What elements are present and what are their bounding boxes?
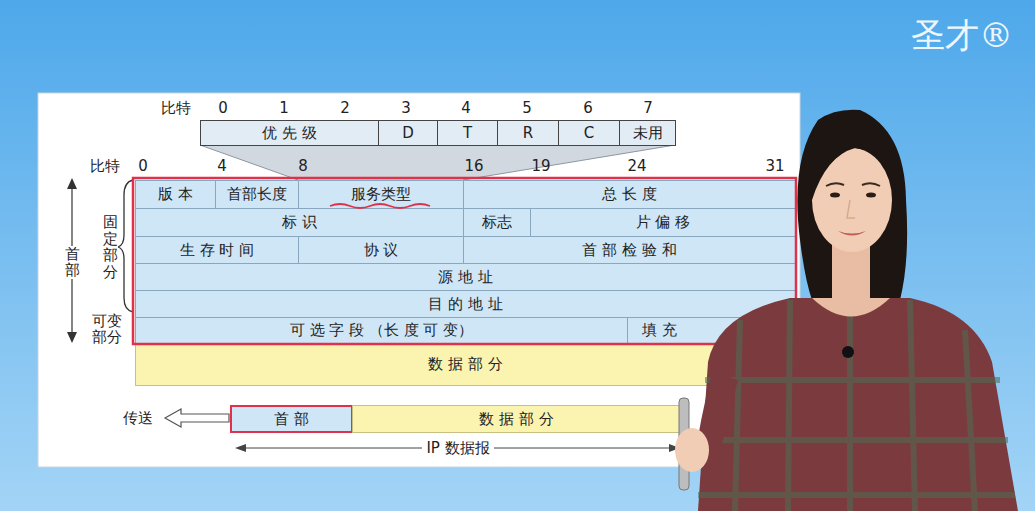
bit-number: 5 — [522, 100, 532, 117]
header-field: 协 议 — [298, 236, 464, 264]
bit-field-box: T — [437, 120, 498, 146]
bit-field-box: 未用 — [619, 120, 676, 146]
header-box: 首 部 — [230, 405, 353, 433]
field-text: 数 据 部 分 — [428, 356, 502, 373]
header-highlight — [133, 178, 796, 344]
header-field: 片 偏 移 — [530, 208, 796, 237]
field-text: 首 部 检 验 和 — [582, 242, 676, 259]
field-text: 未用 — [633, 125, 663, 142]
field-text: 首部长度 — [227, 186, 287, 203]
bit-number: 0 — [218, 100, 228, 117]
header-field: 标志 — [463, 208, 531, 237]
data-field: 数 据 部 分 — [135, 343, 796, 386]
expansion-line — [463, 145, 675, 180]
bit-number: 19 — [531, 158, 550, 175]
bit-number: 2 — [340, 100, 350, 117]
bit-field-box: D — [378, 120, 438, 146]
expansion-shade — [200, 145, 675, 180]
field-text: 协 议 — [364, 242, 399, 259]
bit-axis-label: 比特 — [161, 100, 191, 117]
section-label: 可变部分 — [92, 313, 122, 346]
section-label: 固定部分 — [103, 214, 118, 280]
field-text: 生 存 时 间 — [180, 242, 254, 259]
field-text: 总 长 度 — [602, 186, 657, 203]
scribble-mark — [330, 204, 430, 208]
data-box: 数 据 部 分 — [352, 405, 681, 433]
bit-number: 3 — [401, 100, 411, 117]
field-text: 目 的 地 址 — [428, 296, 502, 313]
field-text: D — [402, 125, 414, 142]
panel — [38, 93, 800, 467]
header-field: 可 选 字 段 （长 度 可 变） — [135, 317, 628, 344]
field-text: 源 地 址 — [438, 269, 493, 286]
bit-number: 4 — [217, 158, 227, 175]
direction-label: 传送 — [123, 410, 153, 427]
header-field: 生 存 时 间 — [135, 236, 299, 264]
field-text: 数 据 部 分 — [479, 411, 553, 428]
bit-number: 8 — [298, 158, 308, 175]
bit-number: 0 — [138, 158, 148, 175]
field-text: C — [584, 125, 594, 142]
arrowhead — [235, 444, 246, 452]
field-text: 标志 — [482, 214, 512, 231]
bit-number: 16 — [464, 158, 483, 175]
bit-axis-label: 比特 — [90, 158, 120, 175]
field-text: 片 偏 移 — [636, 214, 691, 231]
header-field: 服务类型 — [298, 180, 464, 209]
field-text: 服务类型 — [351, 186, 411, 203]
header-field: 目 的 地 址 — [135, 290, 796, 318]
presenter-figure — [675, 110, 1018, 511]
header-field: 首 部 检 验 和 — [463, 236, 796, 264]
arrowhead — [67, 178, 77, 189]
header-field: 源 地 址 — [135, 263, 796, 291]
dimension-label: IP 数据报 — [422, 440, 493, 457]
bit-number: 1 — [279, 100, 289, 117]
expansion-line — [200, 145, 298, 180]
field-text: 标 识 — [282, 214, 317, 231]
arrowhead — [669, 444, 680, 452]
field-text: 版 本 — [158, 186, 193, 203]
send-arrow — [165, 409, 229, 427]
header-field: 首部长度 — [215, 180, 299, 209]
bit-number: 31 — [765, 158, 784, 175]
header-field: 填 充 — [627, 317, 796, 344]
field-text: 可 选 字 段 （长 度 可 变） — [290, 322, 473, 339]
header-field: 标 识 — [135, 208, 464, 237]
field-text: R — [523, 125, 533, 142]
field-text: 优 先 级 — [262, 125, 317, 142]
bit-number: 7 — [643, 100, 653, 117]
field-text: 填 充 — [642, 322, 677, 339]
field-text: 首 部 — [274, 411, 309, 428]
arrowhead — [67, 332, 77, 343]
bit-number: 6 — [583, 100, 593, 117]
bit-field-box: C — [558, 120, 620, 146]
brace — [118, 180, 133, 312]
bit-field-box: R — [497, 120, 559, 146]
header-field: 总 长 度 — [463, 180, 796, 209]
bit-field-box: 优 先 级 — [200, 120, 379, 146]
bit-number: 4 — [461, 100, 471, 117]
section-label: 首部 — [65, 246, 80, 279]
watermark: 圣才® — [911, 17, 1013, 54]
bit-number: 24 — [627, 158, 646, 175]
header-field: 版 本 — [135, 180, 216, 209]
field-text: T — [463, 125, 472, 142]
